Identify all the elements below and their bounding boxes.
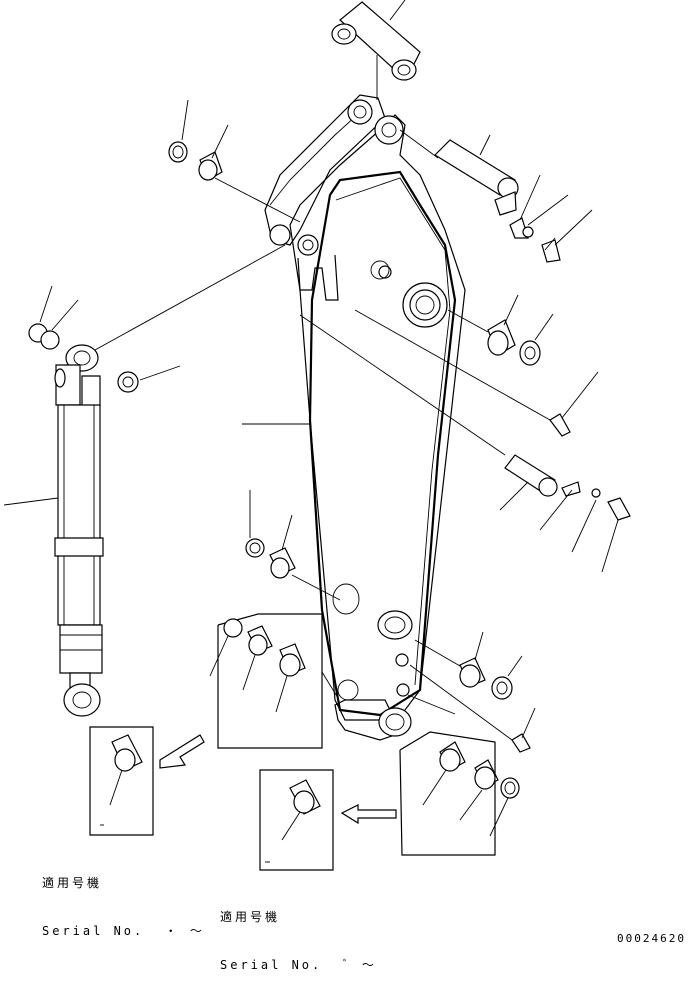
middle-left-bushings: [242, 424, 340, 600]
lower-boss: [378, 611, 412, 639]
hydraulic-cylinder: [4, 245, 285, 716]
exploded-parts-diagram: [0, 0, 690, 950]
top-washer-right: [392, 60, 416, 80]
serial-number-label: Serial No. ・ ～: [42, 924, 205, 938]
serial-note-center: 適用号機 Serial No. ﾞ ～: [220, 877, 377, 989]
detail-box-right: [342, 732, 519, 855]
serial-number-label: Serial No. ﾞ ～: [220, 958, 377, 972]
applicable-model-label: 適用号機: [220, 910, 281, 924]
detail-box-lower-left: [90, 727, 153, 835]
lower-right-parts: [408, 632, 535, 752]
detail-box-upper-left: [160, 614, 338, 768]
top-boss: [375, 116, 403, 144]
bottom-boss: [379, 708, 411, 736]
applicable-model-label: 適用号機: [42, 876, 103, 890]
top-washer-left: [332, 24, 356, 44]
upper-left-parts: [169, 100, 300, 222]
boom-arm: [265, 95, 465, 740]
serial-note-left: 適用号機 Serial No. ・ ～: [42, 843, 205, 955]
drawing-code: 00024620: [617, 932, 686, 945]
detail-box-center: [260, 770, 333, 870]
upper-right-pin-set: [355, 130, 598, 436]
top-link-plate: [332, 0, 420, 100]
middle-right-pin-set: [300, 315, 630, 572]
